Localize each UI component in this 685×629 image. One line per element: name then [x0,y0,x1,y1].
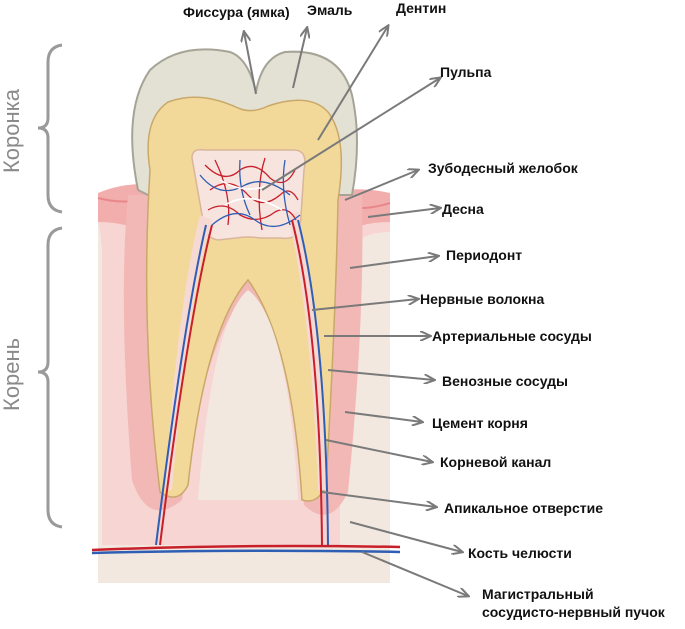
label-apical-foramen: Апикальное отверстие [444,500,604,516]
crown-section-label: Коронка [0,89,24,174]
label-arterial-vessels: Артериальные сосуды [432,328,592,344]
label-root-cementum: Цемент корня [432,415,528,431]
arrow-enamel [292,28,307,89]
label-gum: Десна [442,201,484,217]
arrow-periodontium [349,256,438,269]
label-gingival-sulcus: Зубодесный желобок [428,160,578,176]
label-nerve-fibers: Нервные волокна [420,291,545,307]
pulp-vessel-network [199,157,301,231]
label-jaw-bone: Кость челюсти [468,545,572,561]
arrow-apical [321,491,436,507]
arrow-sulcus [344,170,418,201]
arrow-cementum [344,411,422,422]
crown-brace [37,43,63,214]
pointer-arrows [244,26,468,596]
interradicular-bone [198,290,298,500]
label-periodontium: Периодонт [446,247,523,263]
label-bundle-line2: сосудисто-нервный пучок [482,604,665,620]
arrow-gum [367,208,440,218]
root-section-label: Корень [0,337,24,411]
label-pulp: Пульпа [440,64,492,80]
root-brace [37,226,63,529]
root-canal-right [288,212,326,490]
arrow-fissure [244,32,257,95]
label-root-canal: Корневой канал [440,454,552,470]
arrow-pulp [261,78,440,191]
arrow-dentin [317,26,388,141]
arrow-bone [349,521,462,552]
label-enamel: Эмаль [307,2,353,18]
label-venous-vessels: Венозные сосуды [442,373,568,389]
arrow-nerve [311,299,418,311]
arrow-vein [327,369,434,380]
label-fissure: Фиссура (ямка) [183,4,290,20]
arrow-canal [325,439,432,462]
arrow-bundle [361,551,468,596]
label-bundle-line1: Магистральный [482,586,594,602]
canal-vessels [91,219,401,555]
label-dentin: Дентин [396,0,447,16]
